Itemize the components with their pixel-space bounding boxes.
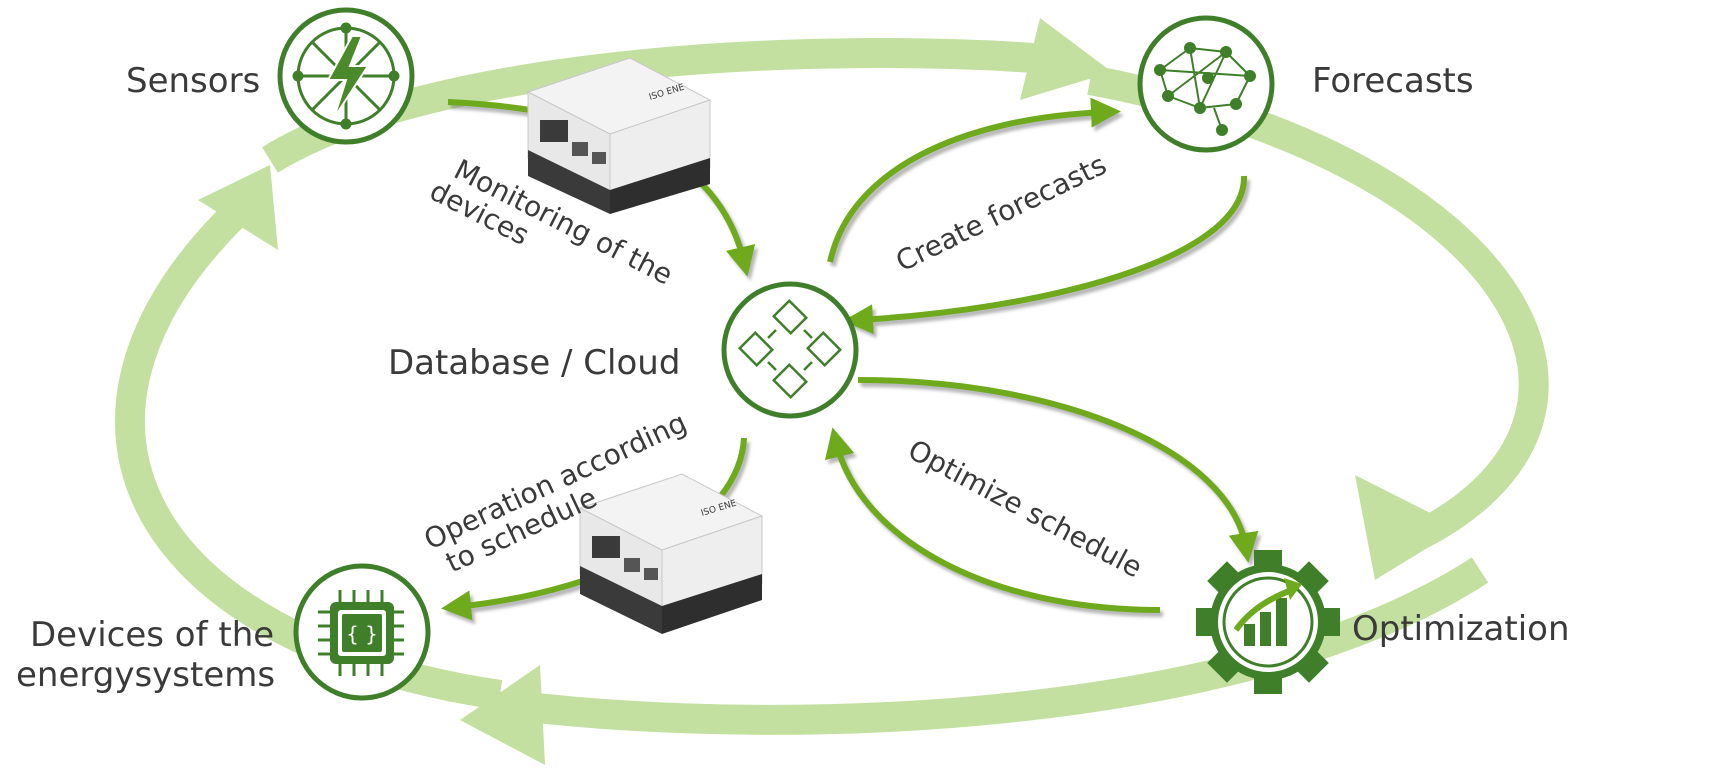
outer-cycle-heads (198, 18, 1460, 765)
gear-growth-chart-icon (1196, 550, 1340, 694)
hardware-device-top: ISO ENE (526, 57, 712, 214)
flow-arrow-optimize-schedule (857, 377, 1259, 563)
node-database (721, 281, 859, 419)
cycle-arrowhead-devices (460, 665, 545, 765)
node-optimization (1196, 550, 1340, 694)
flow-arrow-optimization-to-database (825, 427, 1161, 613)
label-devices-line2: energysystems (16, 655, 275, 695)
node-devices: { } (293, 563, 431, 701)
cycle-arrow-optimization-to-devices (508, 557, 1489, 735)
cycle-arrowhead-optimization (1355, 475, 1460, 580)
microchip-code-icon: { } (318, 590, 404, 676)
svg-text:{ }: { } (346, 622, 378, 646)
cycle-arrowhead-forecasts (1020, 18, 1112, 100)
cycle-arrow-forecasts-to-optimization (1087, 65, 1549, 554)
neural-network-brain-icon (1154, 42, 1256, 136)
label-forecasts: Forecasts (1312, 61, 1474, 101)
label-optimization: Optimization (1352, 609, 1570, 649)
flow-label-create-forecasts: Create forecasts (891, 148, 1112, 278)
flow-arrow-create-forecasts (827, 97, 1121, 263)
blockchain-cubes-icon (737, 298, 843, 400)
lightning-network-icon (292, 22, 400, 130)
cycle-arrowhead-sensors (198, 165, 278, 250)
label-database: Database / Cloud (388, 343, 680, 383)
label-devices-line1: Devices of the (30, 615, 274, 655)
label-sensors: Sensors (126, 61, 260, 101)
node-forecasts (1137, 15, 1275, 153)
hardware-device-bottom: ISO ENE (578, 473, 764, 634)
flow-arrow-forecasts-to-database (843, 175, 1248, 335)
node-sensors (277, 7, 415, 145)
